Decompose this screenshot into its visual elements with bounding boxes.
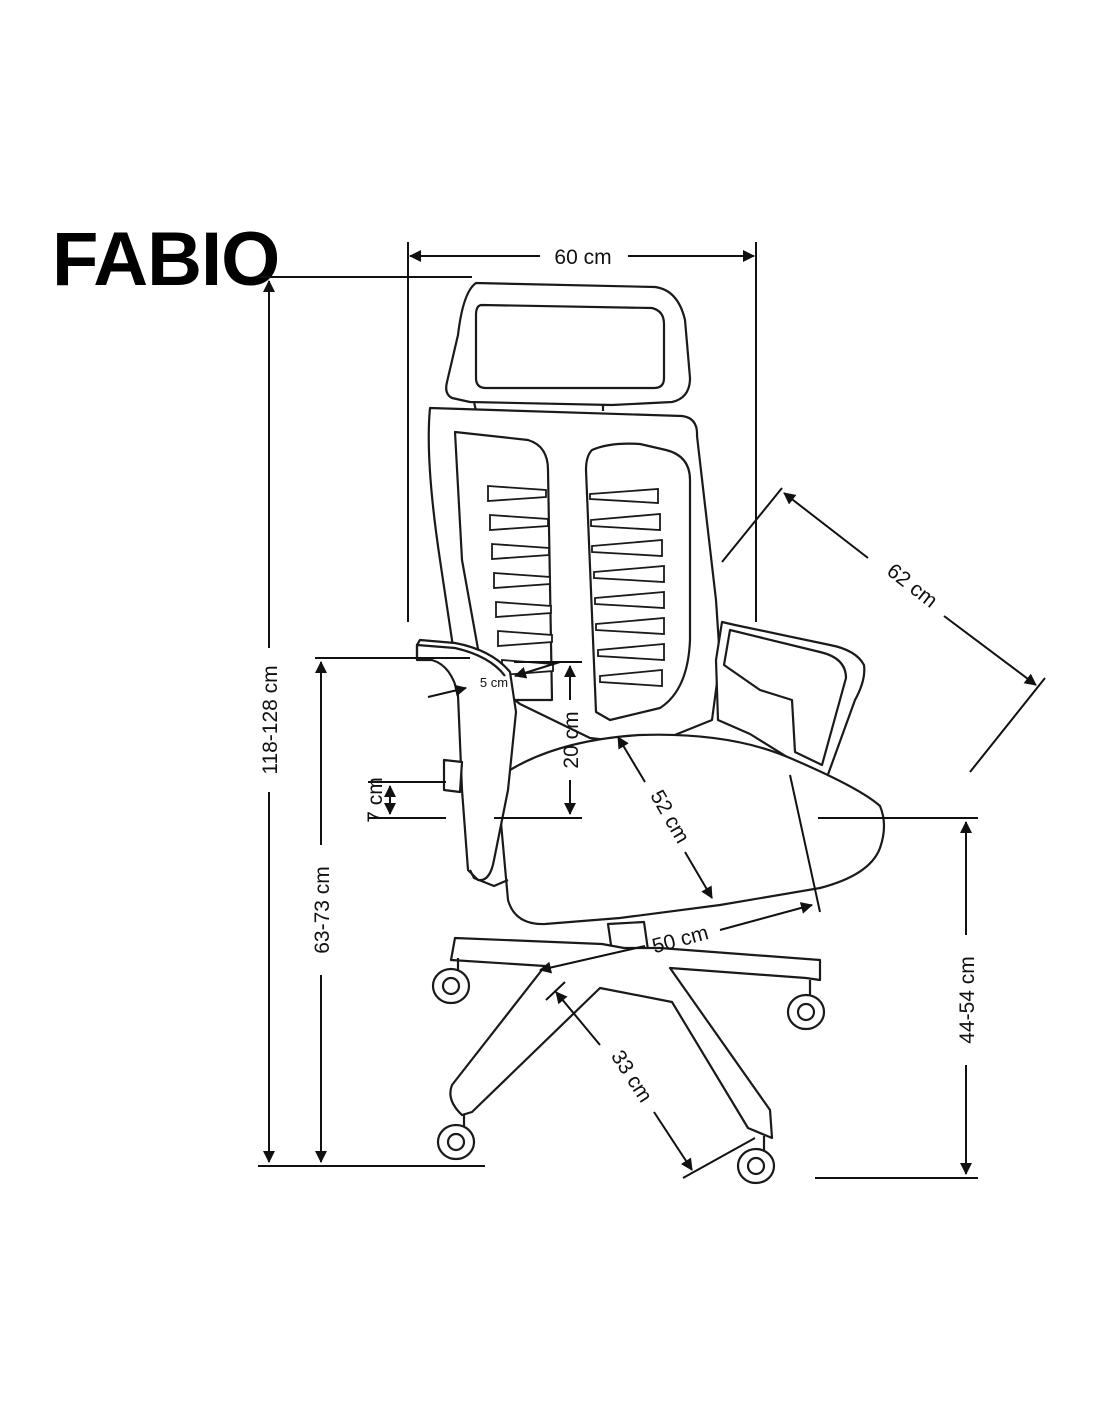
product-title: FABIO <box>52 217 280 302</box>
backrest-slats-left <box>487 485 554 676</box>
dim-armrest-height-label: 63-73 cm <box>311 866 334 954</box>
dim-base-radius-label: 33 cm <box>606 1046 656 1106</box>
dimension-total-height: 118-128 cm <box>259 280 282 1163</box>
dim-seat-height-label: 44-54 cm <box>956 956 979 1044</box>
dim-width-label: 60 cm <box>554 246 611 269</box>
dimension-armrest-width: 5 cm <box>427 661 561 698</box>
dimension-width: 60 cm <box>409 246 755 269</box>
dim-armrest-adjust-label: 7 cm <box>364 777 387 823</box>
dimension-base-radius: 33 cm <box>555 991 693 1171</box>
dim-backrest-height-label: 20 cm <box>560 711 583 768</box>
headrest-pad <box>474 303 666 390</box>
dim-armrest-width-label: 5 cm <box>480 675 508 690</box>
dim-total-height-label: 118-128 cm <box>259 665 282 774</box>
dimension-armrest-adjust: 7 cm <box>364 777 396 823</box>
dimension-armrest-height: 63-73 cm <box>311 661 334 1163</box>
dim-depth-label: 62 cm <box>882 559 941 612</box>
armrest-right-pad <box>722 628 848 767</box>
backrest-slats-right <box>589 488 665 687</box>
casters <box>431 958 826 1185</box>
extension-lines <box>258 242 1046 1179</box>
seat <box>498 733 886 926</box>
dimension-seat-height: 44-54 cm <box>956 821 979 1175</box>
base <box>449 936 822 1140</box>
dimension-backrest-height: 20 cm <box>560 665 583 815</box>
armrest-left <box>415 638 518 882</box>
chair-drawing <box>415 281 886 1185</box>
